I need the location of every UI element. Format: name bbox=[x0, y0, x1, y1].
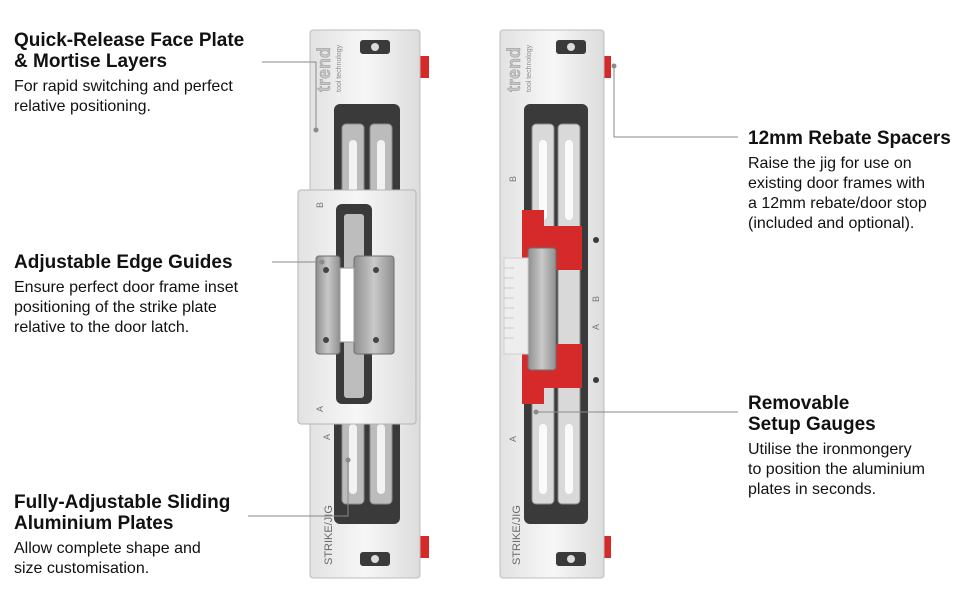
callout-edge-guides-body: Ensure perfect door frame inset position… bbox=[14, 279, 239, 336]
strike-opening bbox=[339, 267, 355, 343]
screw-icon bbox=[323, 267, 329, 273]
callout-sliding-plates-body: Allow complete shape and size customisat… bbox=[14, 540, 201, 577]
slot bbox=[565, 140, 573, 220]
callout-rebate-spacers: 12mm Rebate Spacers Raise the jig for us… bbox=[748, 128, 968, 234]
callout-edge-guides-title: Adjustable Edge Guides bbox=[14, 252, 233, 273]
brand-sub: tool technology bbox=[526, 44, 533, 92]
callout-face-plate-title: Quick-Release Face Plate & Mortise Layer… bbox=[14, 30, 245, 72]
screw-icon bbox=[323, 337, 329, 343]
callout-setup-gauges: Removable Setup Gauges Utilise the ironm… bbox=[748, 393, 968, 500]
leader-face-plate bbox=[262, 61, 317, 130]
jig-left: trend tool technology STRIKE/JIG B A A bbox=[297, 29, 429, 579]
aluminium-block bbox=[527, 247, 557, 371]
screw-icon bbox=[593, 377, 599, 383]
callout-sliding-plates: Fully-Adjustable Sliding Aluminium Plate… bbox=[14, 492, 304, 579]
screw-icon bbox=[373, 337, 379, 343]
slot bbox=[539, 140, 547, 220]
screw-icon bbox=[371, 43, 379, 51]
callout-setup-gauges-body: Utilise the ironmongery to position the … bbox=[748, 441, 925, 498]
rebate-spacer-top bbox=[419, 56, 429, 78]
mark-a: A bbox=[322, 434, 332, 440]
mark-a: A bbox=[508, 436, 518, 442]
rebate-spacer-bottom bbox=[419, 536, 429, 558]
mark-b: B bbox=[315, 202, 325, 208]
callout-edge-guides: Adjustable Edge Guides Ensure perfect do… bbox=[14, 252, 304, 338]
jig-right: trend tool technology STRIKE/JIG B B A A bbox=[499, 29, 611, 579]
ruler-ticks bbox=[504, 267, 514, 339]
leader-sliding-plates bbox=[248, 460, 349, 517]
slot bbox=[349, 424, 357, 494]
callout-rebate-spacers-body: Raise the jig for use on existing door f… bbox=[748, 155, 927, 232]
rebate-spacer-bottom bbox=[601, 536, 611, 558]
callout-setup-gauges-title: Removable Setup Gauges bbox=[748, 393, 876, 435]
model-label: STRIKE/JIG bbox=[323, 505, 335, 565]
brand-sub: tool technology bbox=[336, 44, 343, 92]
screw-icon bbox=[593, 237, 599, 243]
brand-logo: trend bbox=[504, 47, 524, 92]
callout-face-plate: Quick-Release Face Plate & Mortise Layer… bbox=[14, 30, 304, 117]
screw-icon bbox=[371, 555, 379, 563]
screw-icon bbox=[373, 267, 379, 273]
callout-sliding-plates-title: Fully-Adjustable Sliding Aluminium Plate… bbox=[14, 492, 231, 534]
slot bbox=[539, 424, 547, 494]
rebate-spacer-top bbox=[601, 56, 611, 78]
leader-rebate-spacers bbox=[613, 66, 738, 138]
sliding-plate bbox=[557, 123, 581, 505]
slot bbox=[565, 424, 573, 494]
callout-face-plate-body: For rapid switching and perfect relative… bbox=[14, 78, 233, 115]
model-label: STRIKE/JIG bbox=[511, 505, 523, 565]
leader-lines bbox=[248, 61, 738, 517]
brand-logo: trend bbox=[314, 47, 334, 92]
mark-a: A bbox=[591, 324, 601, 330]
slot bbox=[377, 424, 385, 494]
screw-icon bbox=[567, 43, 575, 51]
mark-b: B bbox=[591, 296, 601, 302]
callout-rebate-spacers-title: 12mm Rebate Spacers bbox=[748, 128, 951, 149]
leader-dots bbox=[313, 63, 617, 463]
screw-icon bbox=[567, 555, 575, 563]
ruler-scale bbox=[503, 257, 529, 355]
mark-b: B bbox=[508, 176, 518, 182]
mark-a: A bbox=[315, 406, 325, 412]
